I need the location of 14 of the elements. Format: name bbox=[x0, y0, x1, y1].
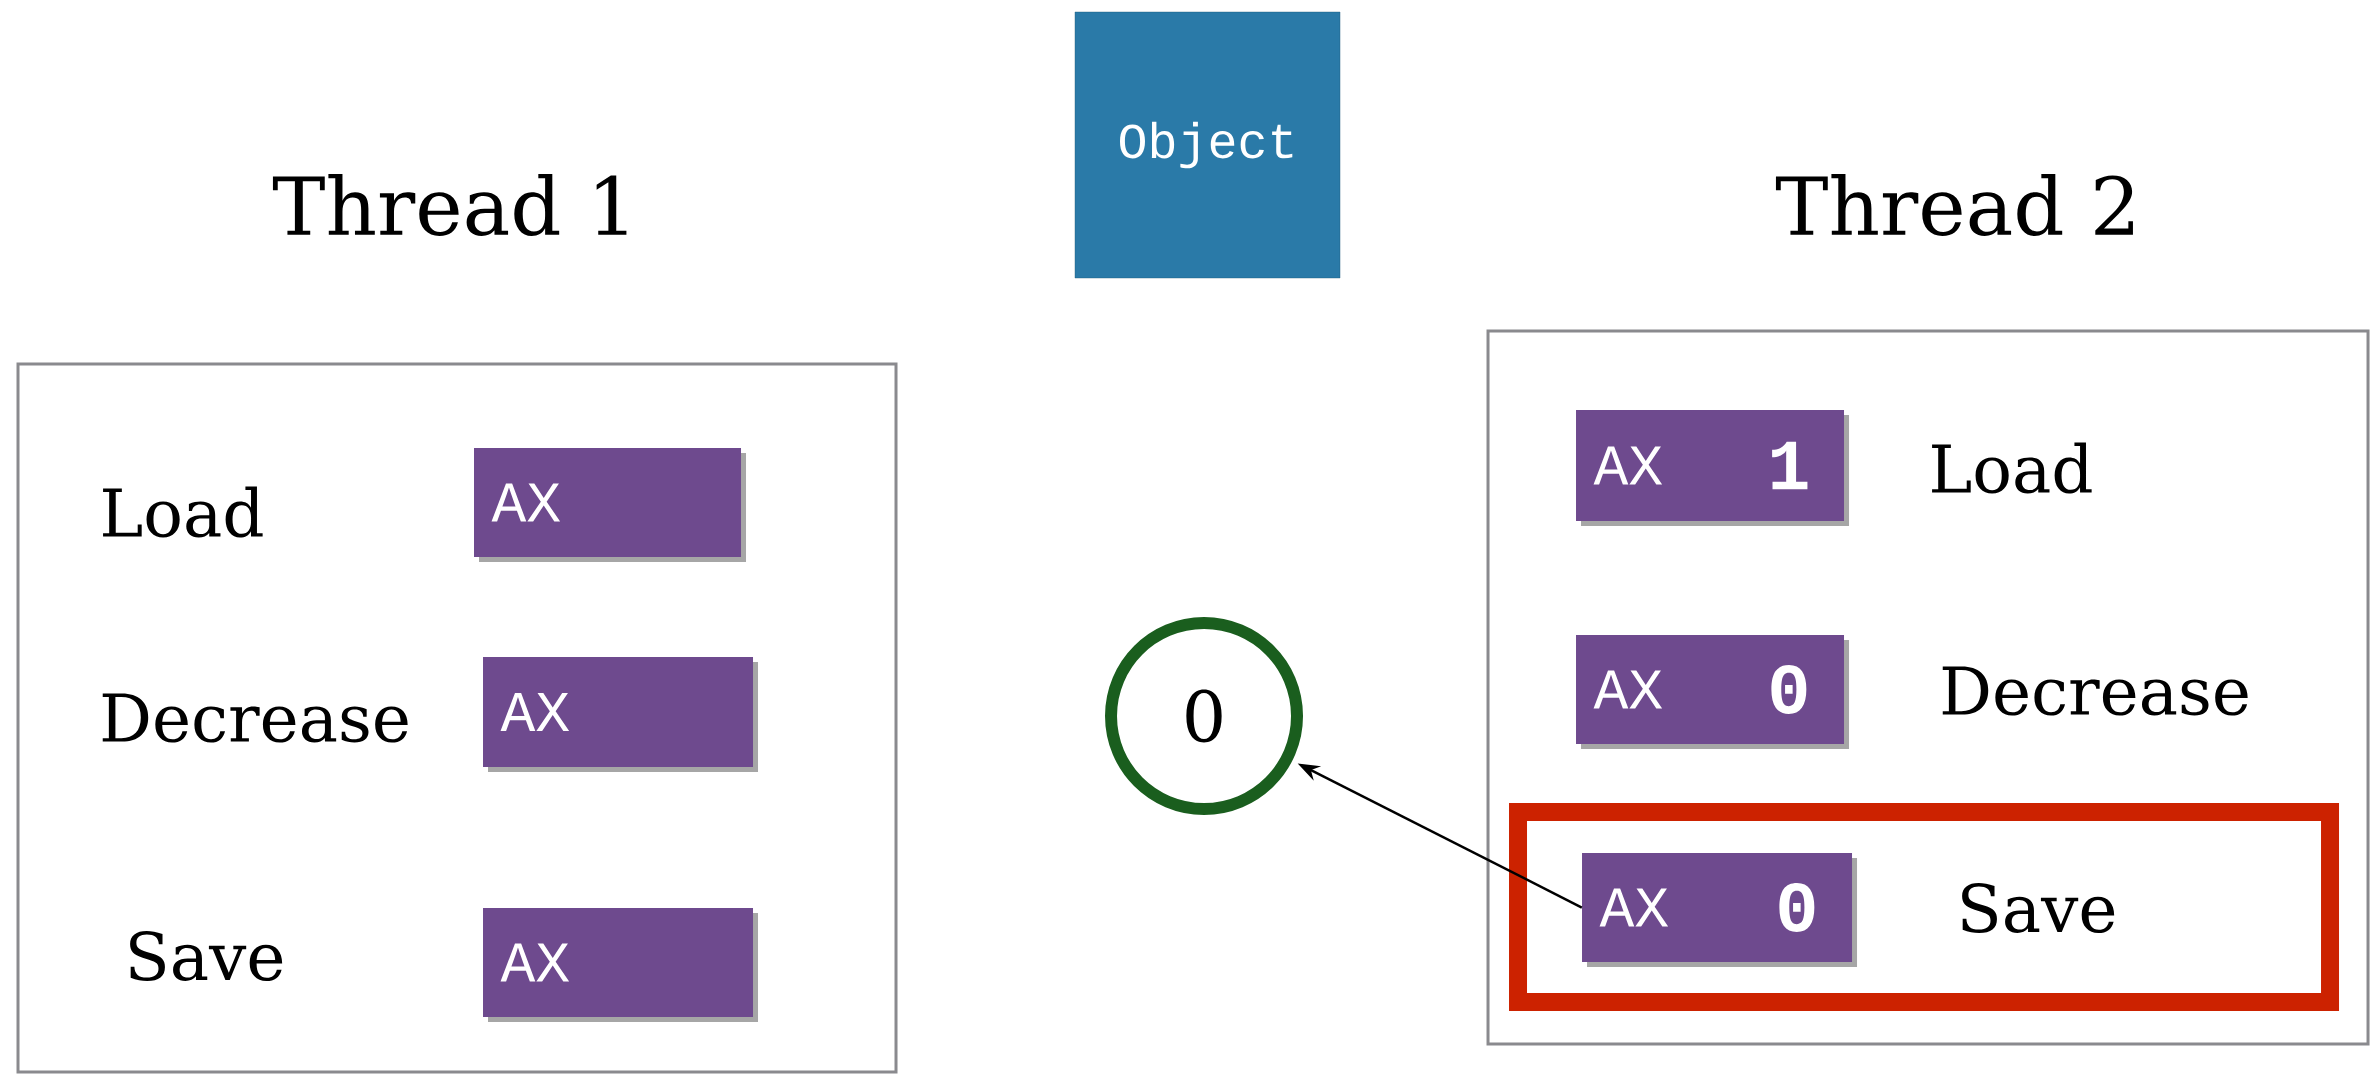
step-label: Load bbox=[103, 486, 263, 538]
step-label: Load bbox=[1932, 442, 2092, 494]
register-box: AX 0 bbox=[1582, 853, 1857, 967]
register-box: AX 1 bbox=[1576, 410, 1849, 526]
object-box: Object bbox=[1074, 11, 1341, 279]
step-label: Decrease bbox=[102, 693, 408, 743]
register-box: AX 0 bbox=[1576, 635, 1849, 749]
step-label: Save bbox=[130, 931, 283, 981]
register-box: AX bbox=[483, 657, 758, 772]
node-label: Thread 2 bbox=[1775, 174, 2133, 236]
register-box: AX bbox=[483, 908, 758, 1022]
step-label: Decrease bbox=[1942, 666, 2248, 716]
node-label: Thread 1 bbox=[272, 174, 627, 236]
register-box: AX bbox=[474, 448, 746, 562]
